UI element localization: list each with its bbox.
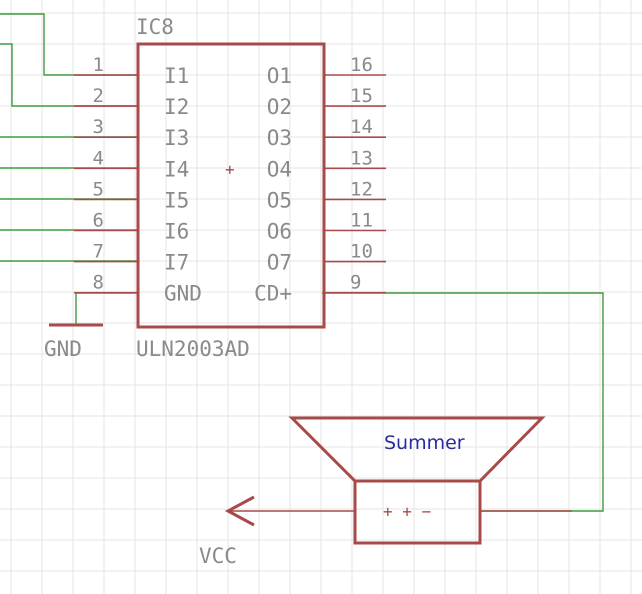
wire-pin8-gnd (75, 292, 138, 324)
ic-left-pin-labels: 1 I1 2 I2 3 I3 4 I4 5 I5 6 I6 7 I7 8 GND (93, 54, 202, 306)
vcc-label: VCC (199, 544, 237, 568)
ic-pin-number-left: 7 (93, 241, 104, 263)
ic-pin-number-right: 11 (350, 210, 373, 232)
buzzer-pin-marks: + + − (383, 502, 431, 521)
ic-reference: IC8 (136, 15, 174, 39)
ic-pin-name-left: I7 (164, 251, 189, 275)
ic-body[interactable] (136, 42, 326, 329)
ic-pin-name-right: O6 (267, 220, 292, 244)
ic-pin-name-right: O3 (267, 126, 292, 150)
ic-pin-number-right: 13 (350, 147, 373, 169)
ic-pin-number-left: 2 (93, 85, 104, 107)
ic-pin-number-left: 4 (93, 147, 104, 169)
ic-pin-number-right: 14 (350, 116, 373, 138)
ic-pin-number-left: 6 (93, 210, 104, 232)
vcc-arrow-icon[interactable] (224, 495, 255, 527)
ic-pin-name-right: O1 (267, 64, 292, 88)
ic-pin-name-right: CD+ (254, 282, 292, 306)
ic-pin-number-right: 9 (350, 272, 361, 294)
ic-pin-name-left: I4 (164, 157, 189, 181)
gnd-label: GND (44, 337, 82, 361)
ic-right-pin-labels: 16 O1 15 O2 14 O3 13 O4 12 O5 11 O6 10 O7 9 CD+ (254, 54, 373, 306)
ic-pin-number-right: 16 (350, 54, 373, 76)
ic-pin-number-right: 15 (350, 85, 373, 107)
ic-pin-name-left: I1 (164, 64, 189, 88)
ic-value: ULN2003AD (136, 337, 250, 361)
ic-pin-name-right: O2 (267, 95, 292, 119)
ic-pin-number-left: 8 (93, 272, 104, 294)
ic-pin-number-left: 5 (93, 178, 104, 200)
buzzer-body[interactable] (353, 479, 482, 545)
ic-pin-number-right: 12 (350, 178, 373, 200)
ic-pin-name-left: I3 (164, 126, 189, 150)
ic-origin-mark: + (225, 160, 235, 179)
ic-pin-name-right: O5 (267, 188, 292, 212)
wires (0, 13, 604, 512)
ic-pin-name-left: I5 (164, 188, 189, 212)
ic-pin-name-right: O4 (267, 157, 292, 181)
ic-pin-name-left: GND (164, 282, 202, 306)
ic-pin-stubs (74, 74, 386, 294)
ic-pin-number-right: 10 (350, 241, 373, 263)
ic-pin-name-left: I6 (164, 220, 189, 244)
ic-pin-number-left: 3 (93, 116, 104, 138)
ic-pin-name-right: O7 (267, 251, 292, 275)
buzzer-name: Summer (384, 432, 465, 454)
ic-pin-name-left: I2 (164, 95, 189, 119)
ic-pin-number-left: 1 (93, 54, 104, 76)
